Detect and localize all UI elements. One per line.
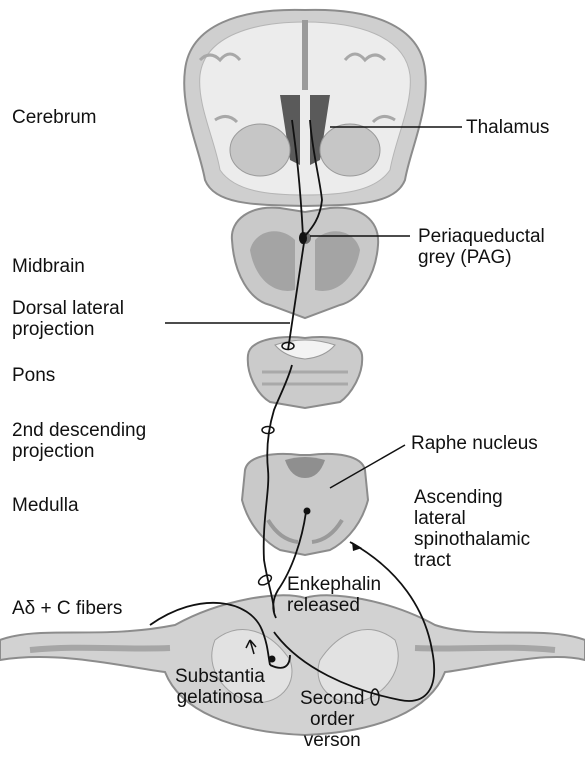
label-second-order-verson: Second order verson [300,688,364,751]
label-fibers: Aδ + C fibers [12,598,122,619]
label-midbrain: Midbrain [12,256,85,277]
label-ascending-spinothalamic-tract: Ascending lateral spinothalamic tract [414,487,530,571]
pons-section [248,337,362,408]
medulla-axon-marker [257,573,273,587]
pag-neuron-body [299,232,307,244]
label-periaqueductal-grey: Periaqueductal grey (PAG) [418,226,545,268]
cerebrum-section [184,10,426,206]
label-enkephalin-released: Enkephalin released [287,574,381,616]
label-pons: Pons [12,365,55,386]
raphe-neuron-body [304,508,311,515]
label-dorsal-lateral-projection: Dorsal lateral projection [12,298,124,340]
substantia-neuron-body [269,656,276,663]
label-second-descending-projection: 2nd descending projection [12,420,146,462]
midbrain-section [232,208,378,318]
label-substantia-gelatinosa: Substantia gelatinosa [175,666,265,708]
medulla-section [242,454,368,555]
label-raphe-nucleus: Raphe nucleus [411,433,538,454]
label-medulla: Medulla [12,495,79,516]
descending-axon-marker [262,427,274,434]
label-cerebrum: Cerebrum [12,107,96,128]
label-thalamus: Thalamus [466,117,549,138]
ascending-arrowhead [352,542,362,551]
